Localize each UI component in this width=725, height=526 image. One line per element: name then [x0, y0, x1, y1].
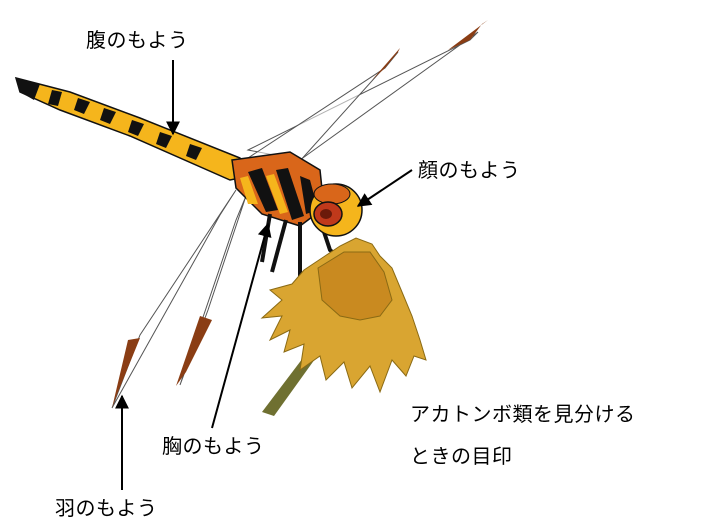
wing-tips — [112, 20, 488, 408]
wing-tip-4 — [176, 316, 212, 386]
wing-pattern-label: 羽のもよう — [55, 496, 158, 520]
thorax-pattern-label: 胸のもよう — [162, 434, 265, 458]
wing-tip-2 — [372, 48, 400, 80]
wing-tip-3 — [112, 338, 140, 408]
wing-lower-left — [111, 189, 237, 409]
thorax — [231, 151, 325, 227]
caption-line-1: アカトンボ類を見分ける — [410, 402, 636, 426]
abdomen-pattern-label: 腹のもよう — [86, 28, 189, 52]
arrow-face — [356, 169, 413, 207]
wing-tip-1 — [448, 20, 488, 50]
caption-line-2: ときの目印 — [410, 444, 513, 468]
abdomen — [14, 76, 252, 181]
face-pattern-label: 顔のもよう — [418, 158, 521, 182]
pointer-arrows — [115, 60, 413, 490]
arrow-thorax — [211, 222, 272, 429]
head — [309, 183, 363, 237]
flower-head — [260, 237, 427, 394]
